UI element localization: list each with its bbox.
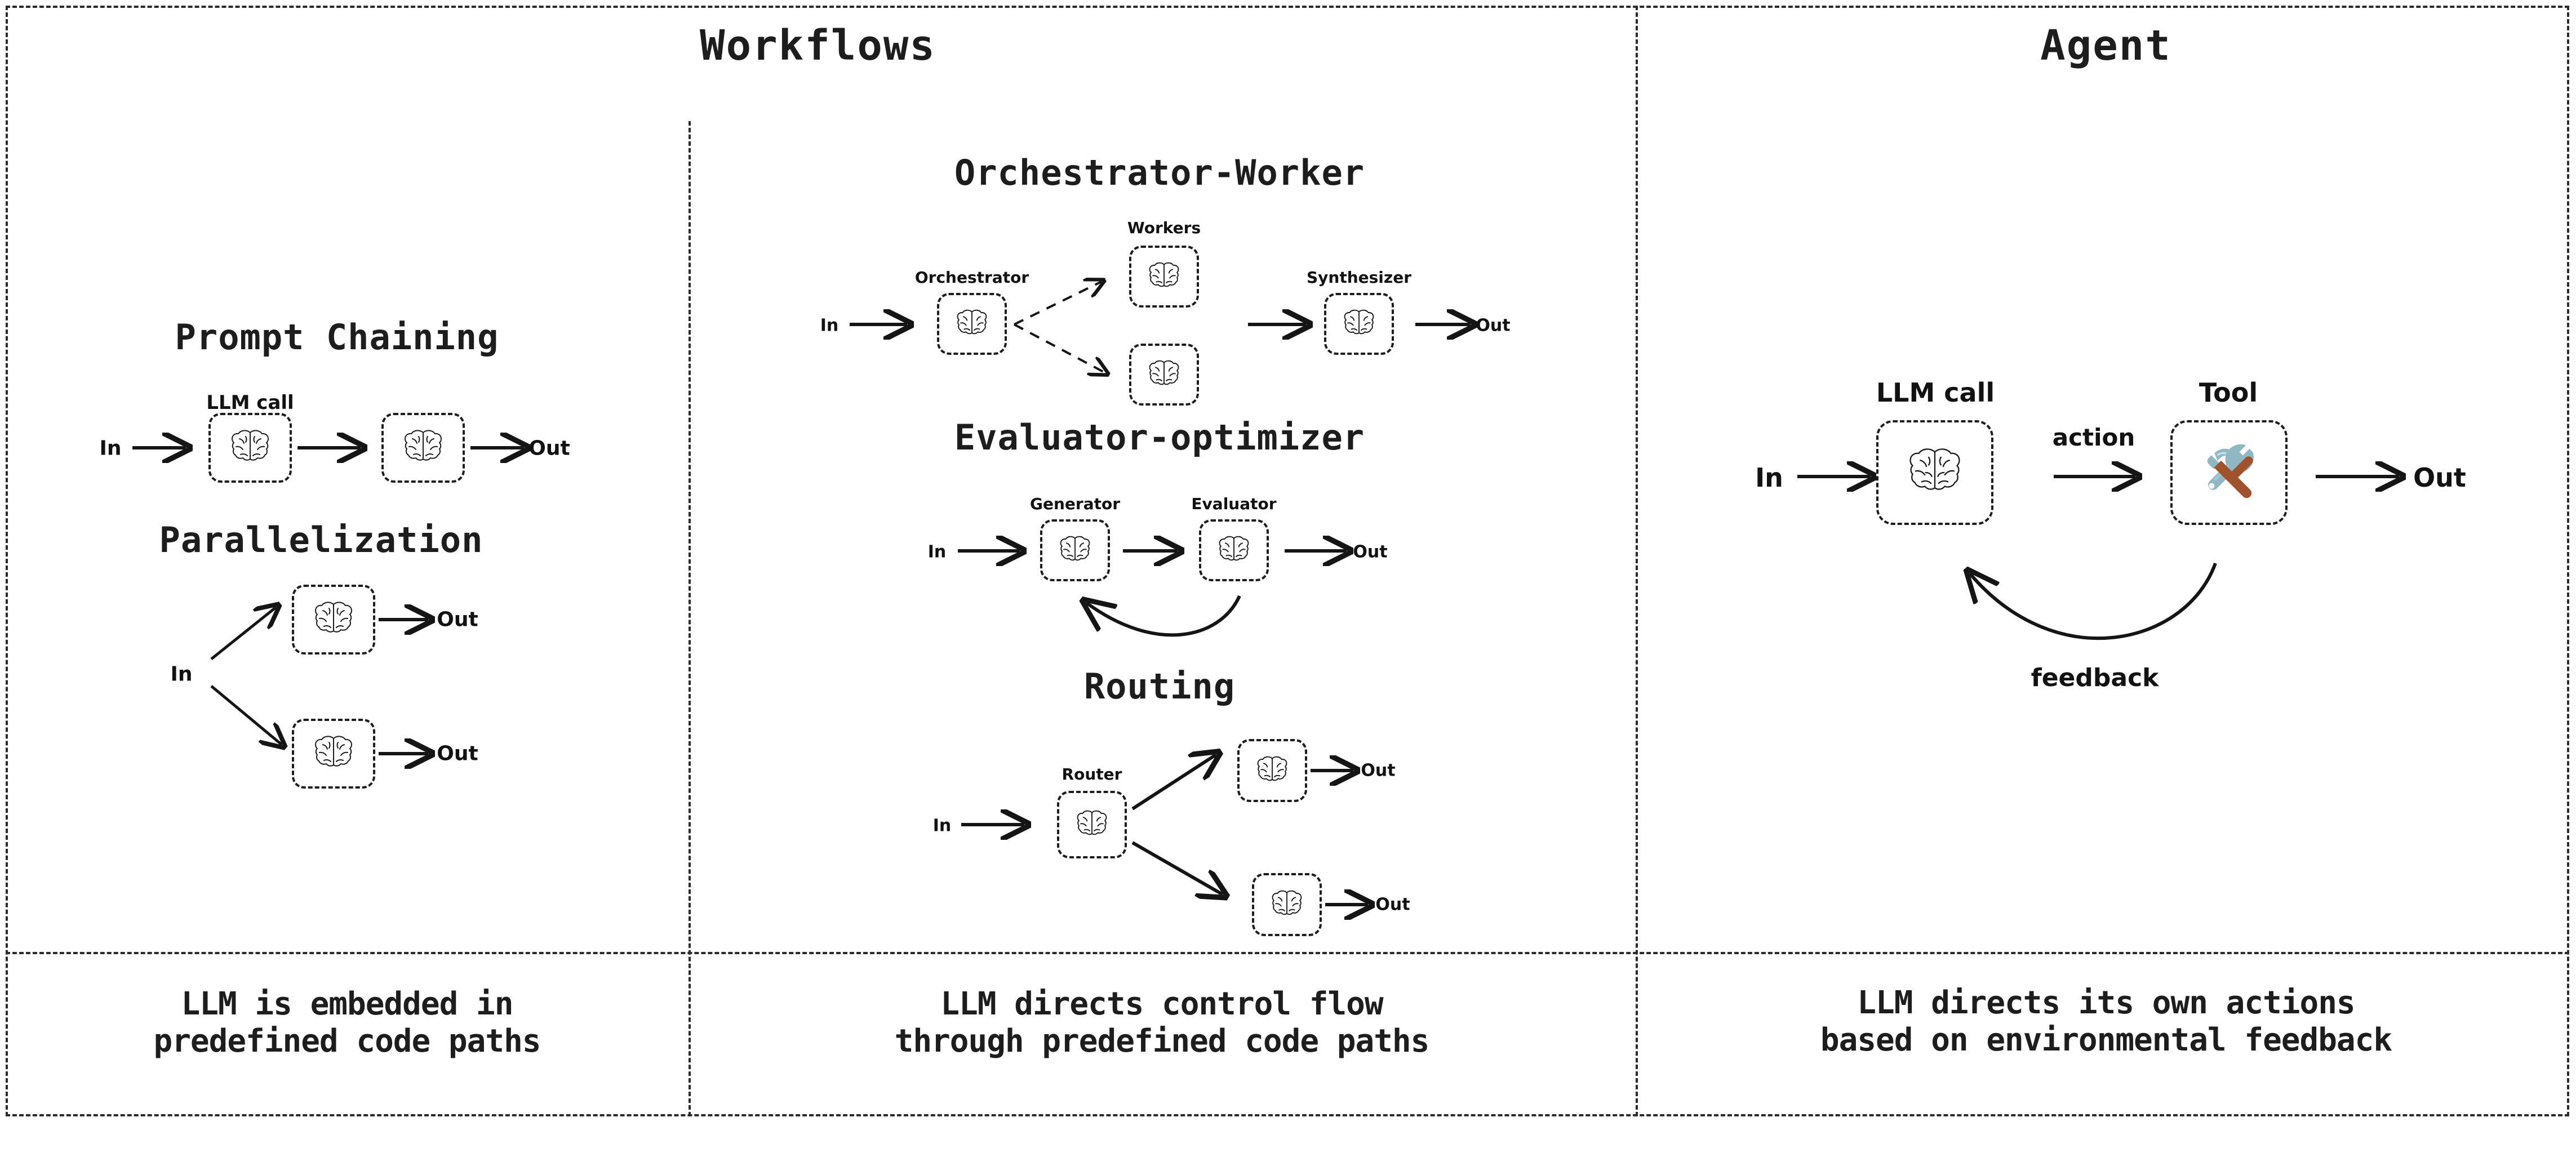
- io-label-in: In: [1755, 462, 1783, 493]
- io-label-in: In: [170, 662, 193, 686]
- node-label-evaluator: Evaluator: [1191, 495, 1277, 513]
- io-label-in: In: [99, 437, 122, 460]
- brain-icon: [315, 736, 352, 767]
- node-synthesizer[interactable]: [1324, 293, 1394, 355]
- caption-line: LLM is embedded in: [181, 986, 514, 1022]
- block-title-prompt-chaining: Prompt Chaining: [175, 317, 499, 358]
- io-label-out: Out: [437, 608, 478, 631]
- block-title-parallelization: Parallelization: [159, 519, 483, 560]
- brain-icon: [1257, 756, 1287, 781]
- column-title-workflows: Workflows: [700, 21, 936, 70]
- hammer-and-wrench-icon: [2207, 444, 2254, 498]
- brain-icon: [1149, 360, 1179, 385]
- node-worker-1[interactable]: [1129, 246, 1199, 308]
- edge-label-feedback: feedback: [2031, 664, 2159, 692]
- column-title-agent: Agent: [2040, 21, 2171, 70]
- node-label-llm-call: LLM call: [206, 391, 294, 414]
- divider-workflow-columns: [689, 121, 691, 1116]
- block-title-routing: Routing: [1083, 666, 1236, 707]
- brain-icon: [315, 602, 352, 633]
- brain-icon: [1909, 448, 1960, 490]
- edge-label-action: action: [2052, 424, 2135, 451]
- brain-icon: [1060, 536, 1090, 561]
- node-evaluator[interactable]: [1199, 519, 1269, 581]
- node-route-target-2[interactable]: [1252, 873, 1322, 936]
- node-generator[interactable]: [1040, 519, 1110, 581]
- caption-line: predefined code paths: [153, 1023, 541, 1060]
- node-parallel-branch-1[interactable]: [292, 585, 375, 655]
- io-label-in: In: [820, 315, 839, 336]
- node-label-workers: Workers: [1127, 219, 1201, 237]
- io-label-out: Out: [1353, 542, 1388, 562]
- caption-workflows-right: LLM directs control flow through predefi…: [722, 986, 1601, 1060]
- caption-line: through predefined code paths: [894, 1023, 1430, 1060]
- io-label-out: Out: [437, 742, 478, 765]
- node-agent-tool[interactable]: [2170, 420, 2288, 525]
- io-label-out: Out: [1375, 894, 1410, 915]
- brain-icon: [957, 309, 987, 335]
- node-label-synthesizer: Synthesizer: [1306, 268, 1412, 287]
- io-label-in: In: [932, 816, 952, 836]
- caption-line: based on environmental feedback: [1820, 1022, 2392, 1059]
- node-router[interactable]: [1057, 791, 1127, 858]
- node-label-generator: Generator: [1029, 495, 1121, 513]
- node-llm-call-1[interactable]: [208, 413, 292, 483]
- node-agent-llm-call[interactable]: [1876, 420, 1993, 525]
- caption-line: LLM directs control flow: [940, 986, 1383, 1022]
- divider-workflows-agent: [1636, 6, 1638, 1116]
- caption-workflows-left: LLM is embedded in predefined code paths: [32, 986, 663, 1060]
- outer-frame: [6, 6, 2569, 1116]
- caption-line: LLM directs its own actions: [1857, 985, 2355, 1021]
- brain-icon: [405, 430, 442, 461]
- node-worker-2[interactable]: [1129, 344, 1199, 406]
- node-parallel-branch-2[interactable]: [292, 719, 375, 789]
- io-label-out: Out: [1361, 760, 1396, 781]
- node-label-llm-call: LLM call: [1876, 377, 1995, 408]
- divider-captions: [6, 952, 2569, 954]
- block-title-evaluator-optimizer: Evaluator-optimizer: [954, 417, 1365, 458]
- io-label-out: Out: [2413, 462, 2466, 493]
- brain-icon: [1219, 536, 1249, 561]
- node-route-target-1[interactable]: [1237, 739, 1307, 802]
- node-label-orchestrator: Orchestrator: [914, 268, 1029, 287]
- node-llm-call-2[interactable]: [381, 413, 465, 483]
- brain-icon: [232, 430, 269, 461]
- brain-icon: [1077, 810, 1107, 835]
- io-label-out: Out: [528, 437, 570, 460]
- io-label-out: Out: [1476, 315, 1511, 336]
- io-label-in: In: [927, 542, 947, 562]
- node-label-router: Router: [1062, 765, 1122, 783]
- block-title-orchestrator-worker: Orchestrator-Worker: [954, 152, 1365, 193]
- caption-agent: LLM directs its own actions based on env…: [1633, 985, 2576, 1059]
- node-orchestrator[interactable]: [937, 293, 1007, 355]
- node-label-tool: Tool: [2199, 377, 2258, 408]
- brain-icon: [1272, 890, 1302, 915]
- brain-icon: [1344, 309, 1374, 335]
- brain-icon: [1149, 262, 1179, 287]
